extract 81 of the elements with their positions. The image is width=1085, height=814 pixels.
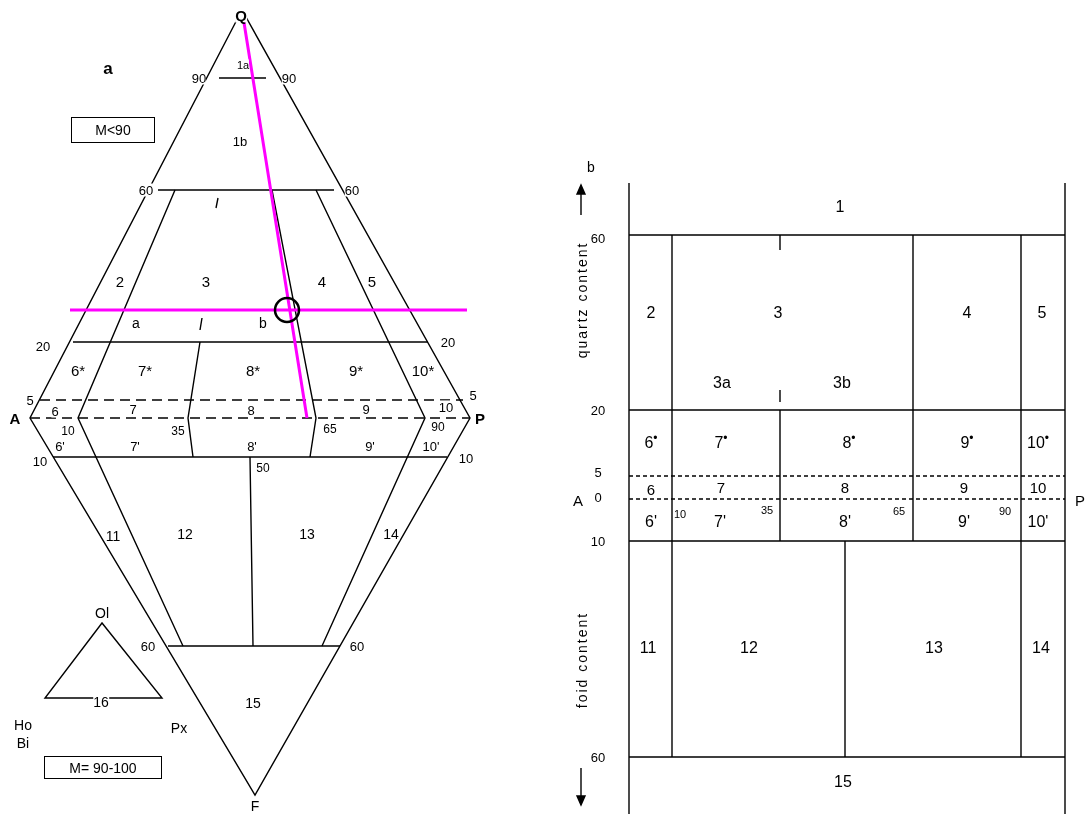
field-label: 60 (140, 639, 156, 653)
field-label: 6' (55, 439, 65, 453)
field-label: 3a (713, 375, 731, 391)
field-label: 20 (590, 403, 606, 417)
field-label: 12 (177, 527, 193, 541)
field-label: 1a (236, 59, 250, 71)
field-label: 60 (138, 183, 154, 197)
field-label: 7 (129, 402, 137, 416)
field-label: 8' (247, 439, 257, 453)
field-label: 20 (440, 335, 456, 349)
field-label: 60 (344, 183, 360, 197)
field-label: 14 (383, 527, 399, 541)
axis-label: quartz content (575, 241, 589, 359)
field-label: b (587, 160, 595, 174)
field-label: 10 (590, 534, 606, 548)
field-label: 35 (760, 504, 774, 516)
field-label: 5 (469, 388, 477, 402)
field-label: 3b (833, 375, 851, 391)
field-label: 65 (892, 505, 906, 517)
field-label: 90 (281, 71, 297, 85)
field-label: 14 (1032, 640, 1050, 656)
field-label: 15 (245, 696, 261, 710)
field-label: 12 (740, 640, 758, 656)
field-label: 10 (32, 454, 48, 468)
box-text: M<90 (95, 123, 131, 137)
field-label: 10$^{•}$ (1027, 435, 1049, 451)
field-label: 60 (349, 639, 365, 653)
field-label: Ol (95, 606, 109, 620)
field-label: 65 (323, 423, 337, 435)
field-label: 90 (998, 505, 1012, 517)
field-label: 7' (714, 514, 726, 530)
field-label: 6' (645, 514, 657, 530)
field-label: 10 (673, 508, 687, 520)
field-label: 5 (594, 465, 602, 479)
field-label: 6$^{•}$ (644, 435, 658, 451)
axis-label: foid content (575, 611, 589, 709)
field-label: 15 (834, 774, 852, 790)
field-label: 10 (61, 425, 75, 437)
field-label: 6 (51, 404, 59, 418)
field-label: 10 (458, 451, 474, 465)
label-box (44, 756, 162, 779)
field-label: 9' (958, 514, 970, 530)
field-label: 9$^{•}$ (960, 435, 974, 451)
field-label: 4 (962, 305, 972, 321)
field-label: 1 (835, 199, 845, 215)
field-label: F (250, 799, 260, 813)
field-label: 9' (365, 439, 375, 453)
field-label: 60 (590, 750, 606, 764)
field-label: Px (170, 721, 188, 735)
field-label: Bi (16, 736, 30, 750)
field-label: 60 (590, 231, 606, 245)
field-label: 2 (646, 305, 656, 321)
field-label: 8$^{•}$ (842, 435, 856, 451)
box-text: M= 90-100 (69, 760, 137, 775)
field-label: Ho (14, 718, 32, 732)
field-label: 0 (594, 490, 602, 504)
label-box (71, 117, 155, 143)
field-label: 7' (130, 439, 140, 453)
field-label: 13 (299, 527, 315, 541)
field-label: 90 (191, 71, 207, 85)
field-label: 8 (247, 403, 255, 417)
field-label: 50 (256, 462, 270, 474)
field-label: 1b (232, 134, 248, 148)
field-label: 90 (431, 421, 445, 433)
field-label: 7$^{•}$ (714, 435, 728, 451)
field-label: 8' (839, 514, 851, 530)
field-label: 5 (1037, 305, 1047, 321)
field-label: 16 (93, 695, 109, 709)
field-label: 9 (362, 402, 370, 416)
field-label: 13 (925, 640, 943, 656)
field-label: 11 (105, 529, 121, 543)
field-label: 11 (639, 640, 657, 656)
field-label: b (259, 316, 267, 330)
field-label: 10' (422, 439, 440, 453)
field-label: 35 (171, 425, 185, 437)
field-label: 10 (438, 400, 454, 414)
field-label: 3 (773, 305, 783, 321)
field-label: 10' (1027, 514, 1049, 530)
field-label: 5 (26, 393, 34, 407)
field-label: 20 (35, 339, 51, 353)
field-label: Q (235, 7, 247, 23)
